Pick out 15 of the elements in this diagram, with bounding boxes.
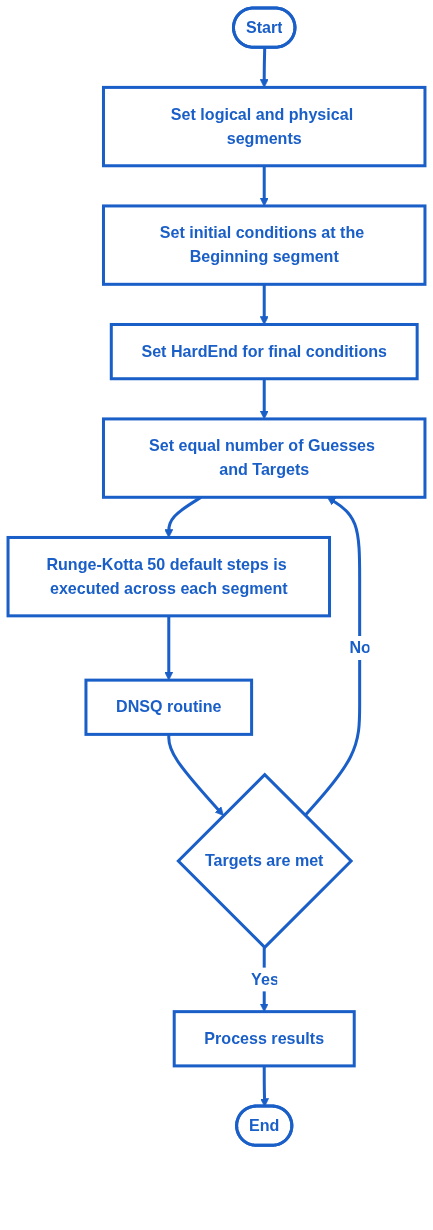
arrow — [260, 1065, 269, 1107]
node-box: Set HardEnd for final conditions — [109, 323, 419, 381]
arrow — [167, 734, 224, 816]
arrow — [259, 47, 269, 88]
node-box: Runge-Kotta 50 default steps is executed across each segment — [6, 535, 332, 618]
node-box: Set logical and physical segments — [101, 85, 427, 168]
edge-label: No — [349, 638, 371, 657]
arrow — [259, 284, 269, 325]
node-diamond: Targets are met — [176, 772, 354, 950]
node-box: Set initial conditions at the Beginning segment — [101, 204, 427, 286]
arrow — [164, 615, 174, 681]
node-box: Process results — [172, 1010, 356, 1068]
node-box: Set equal number of Guesses and Targets — [101, 417, 427, 499]
node-box: DNSQ routine — [84, 678, 254, 736]
edge-label: Yes — [251, 970, 279, 988]
